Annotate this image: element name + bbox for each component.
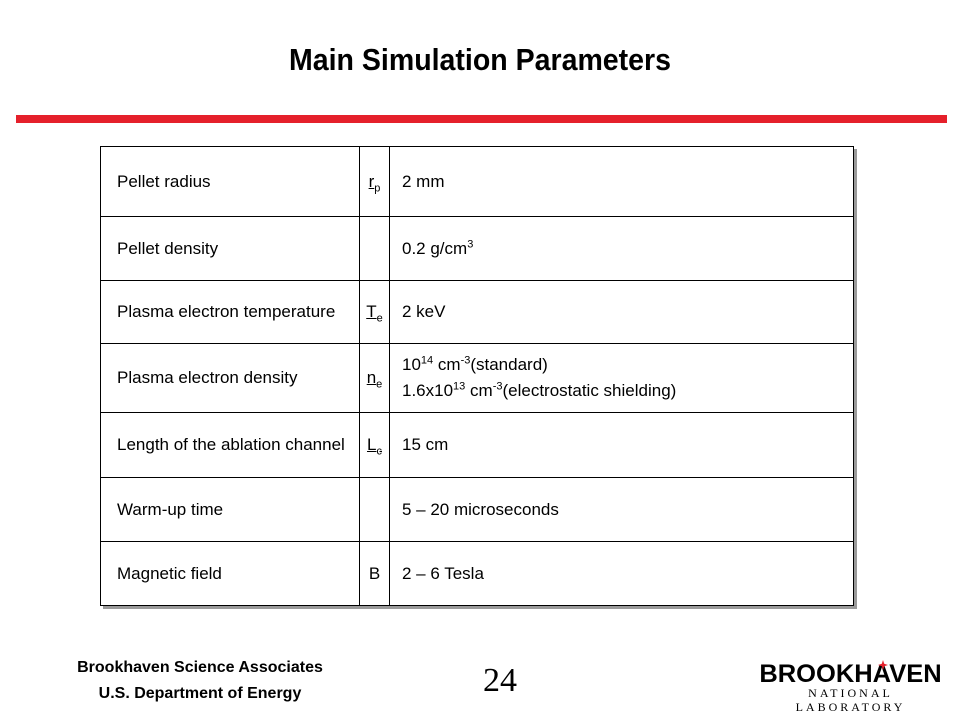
value-line-standard: 1014 cm-3(standard): [402, 354, 548, 374]
param-symbol: B: [359, 541, 390, 606]
footer-organization: Brookhaven Science Associates U.S. Depar…: [40, 655, 360, 707]
param-name: Length of the ablation channel: [100, 412, 360, 478]
param-name: Warm-up time: [100, 477, 360, 542]
param-symbol: Te: [359, 280, 390, 344]
brookhaven-logo: BROOKHAVEN NATIONAL LABORATORY: [758, 660, 943, 714]
table-row: Pellet radius rp 2 mm: [100, 146, 854, 217]
logo-star-icon: [878, 660, 888, 670]
param-value: 0.2 g/cm3: [389, 216, 854, 281]
logo-wordmark: BROOKHAVEN: [759, 660, 942, 688]
param-name: Plasma electron density: [100, 343, 360, 413]
param-symbol: [359, 216, 390, 281]
param-symbol: Lc: [359, 412, 390, 478]
param-name: Magnetic field: [100, 541, 360, 606]
param-symbol: [359, 477, 390, 542]
table-row: Plasma electron temperature Te 2 keV: [100, 280, 854, 344]
param-name: Pellet density: [100, 216, 360, 281]
slide-title: Main Simulation Parameters: [289, 42, 671, 77]
param-name: Plasma electron temperature: [100, 280, 360, 344]
param-value: 2 mm: [389, 146, 854, 217]
table-row: Warm-up time 5 – 20 microseconds: [100, 477, 854, 542]
parameters-table: Pellet radius rp 2 mm Pellet density 0.2…: [100, 146, 854, 606]
table-row: Magnetic field B 2 – 6 Tesla: [100, 541, 854, 606]
page-number: 24: [483, 662, 517, 699]
table-row: Pellet density 0.2 g/cm3: [100, 216, 854, 281]
param-value: 5 – 20 microseconds: [389, 477, 854, 542]
table-row: Length of the ablation channel Lc 15 cm: [100, 412, 854, 478]
param-symbol: rp: [359, 146, 390, 217]
param-value: 2 – 6 Tesla: [389, 541, 854, 606]
param-symbol: ne: [359, 343, 390, 413]
footer-org-line2: U.S. Department of Energy: [98, 685, 302, 702]
param-value: 15 cm: [389, 412, 854, 478]
param-name: Pellet radius: [100, 146, 360, 217]
value-line-shielding: 1.6x1013 cm-3(electrostatic shielding): [402, 380, 677, 400]
title-divider: [16, 115, 947, 123]
table-row: Plasma electron density ne 1014 cm-3(sta…: [100, 343, 854, 413]
logo-subtitle: NATIONAL LABORATORY: [795, 686, 906, 714]
param-value: 2 keV: [389, 280, 854, 344]
param-value: 1014 cm-3(standard) 1.6x1013 cm-3(electr…: [389, 343, 854, 413]
footer-org-line1: Brookhaven Science Associates: [77, 659, 323, 676]
